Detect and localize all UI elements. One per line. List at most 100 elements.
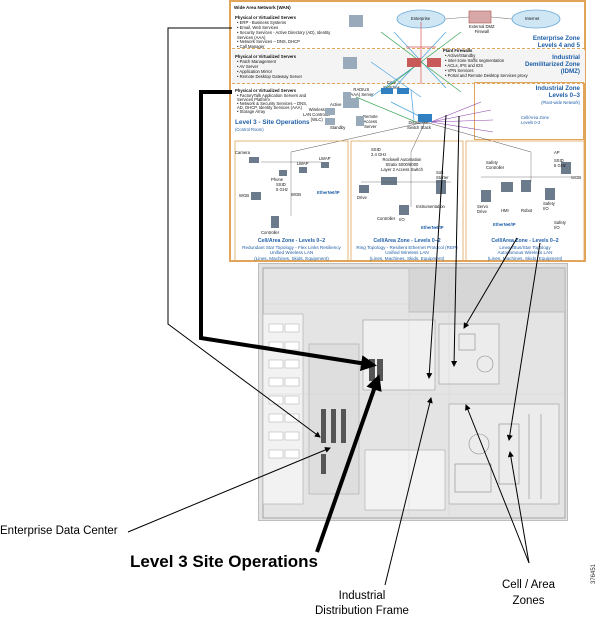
firewall-item: • VPN Services (445, 68, 474, 73)
lwap-icon (299, 167, 307, 173)
idmz-zone (232, 50, 585, 84)
drive-icon (359, 185, 369, 193)
cell-line: (Lines, Machines, Skids, Equipment) (254, 255, 329, 261)
figure-id: 376451 (591, 563, 597, 584)
dmz-server-icon (343, 57, 357, 69)
hmi-label: HMI (501, 208, 509, 213)
cell-line: Autonomous Wireless LAN (497, 250, 553, 256)
firewall-item: • ACLs, IPS and IDS (445, 63, 484, 68)
phone-icon (279, 170, 287, 176)
storage-area (364, 449, 446, 511)
lwap-label: LWAP (297, 161, 309, 166)
level3-servers-heading: Physical or Virtualized Servers (235, 88, 297, 93)
enterprise-item: • Email, Web Services (237, 25, 279, 30)
cell-zone-small-label: Cell/Area Zone Levels 0-2 (521, 115, 549, 125)
dmz-item: • Remote Desktop Gateway Server (237, 74, 303, 79)
level3-item: • Storage Array (237, 109, 266, 114)
dmz-item: • Patch Management (237, 59, 276, 64)
internet-cloud-label: Internet (525, 16, 540, 21)
lwap-label-2: LWAP (319, 156, 331, 161)
phone-label: Phone (271, 177, 284, 182)
servo-drive-icon (481, 190, 491, 202)
ssid5-label-2: SSID 5 GHz (554, 158, 566, 168)
safety-io-icon (561, 162, 571, 174)
level3-callout-line (315, 374, 382, 553)
stratix-switch-icon (381, 177, 397, 185)
cell-area-zones-label: Cell / Area Zones (502, 579, 556, 607)
plant-firewalls-heading: Plant Firewalls (443, 48, 473, 53)
cell-title: Cell/Area Zone - Levels 0–2 (257, 238, 326, 244)
plant-firewall-icon (407, 58, 421, 67)
idmz-title: Industrial Demilitarized Zone (IDMZ) (524, 54, 580, 75)
ssid24-label: SSID 2.4 GHz (371, 147, 387, 157)
ethernetip-label-1: EtherNet/IP (317, 190, 340, 195)
wlc-active-label: Active (330, 102, 342, 107)
level3-subtitle: (Control Room) (235, 127, 264, 132)
radius-server-icon (351, 98, 359, 108)
plant-firewall-icon (427, 58, 441, 67)
wgb-icon (251, 192, 261, 200)
firewall-item: • Active/Standby (445, 53, 476, 58)
dmz-servers-heading: Physical or Virtualized Servers (235, 54, 297, 59)
level3-title: Level 3 - Site Operations (235, 119, 310, 126)
level3-item: • Network & Security Services – DNS, (237, 101, 308, 106)
level3-server-icon (343, 92, 351, 108)
dmz-item: • AV Server (237, 64, 259, 69)
cell-callout-line-1 (465, 404, 530, 564)
wgb-label: WGB (239, 193, 250, 198)
camera-icon (249, 157, 259, 163)
cell-zone-box-3 (465, 140, 585, 262)
core-switch-icon (381, 88, 393, 94)
wlc-standby-label: Standby (330, 125, 346, 130)
stratix-label: Rockwell Automation Stratix 5000/8000 La… (381, 157, 423, 172)
idf-leader-line (426, 114, 447, 379)
wgb-label-3: WGB (571, 175, 582, 180)
servo-drive-label: Servo Drive (477, 204, 488, 214)
enterprise-item: • ERP - Business Systems (237, 20, 287, 25)
cell-line: Unified Wireless LAN (269, 250, 314, 256)
controller-icon (271, 216, 279, 228)
io-label: I/O (399, 217, 405, 222)
controller-label: Controller (261, 230, 280, 235)
industrial-zone-box (474, 82, 584, 140)
camera-label: Camera (235, 150, 250, 155)
io-icon (399, 205, 409, 215)
enterprise-item: • Network Services – DNS, DHCP (237, 39, 300, 44)
cell-line: Ring Topology - Resilient Ethernet Proto… (356, 244, 458, 250)
controller-label-2: Controller (377, 216, 396, 221)
cell-callout-line-2 (507, 451, 530, 564)
cell-line: Linear/Bus/Star Topology (499, 244, 551, 250)
cell-title: Cell/Area Zone - Levels 0–2 (491, 238, 559, 244)
level3-item: Services Platform (237, 97, 270, 102)
level3-site-operations-label: Level 3 Site Operations (130, 552, 319, 571)
cell-zone-caption-3: Cell/Area Zone - Levels 0–2 Linear/Bus/S… (466, 238, 584, 261)
ap-label: AP (554, 150, 560, 155)
enterprise-item: Services (AAA) (237, 35, 266, 40)
enterprise-servers-heading: Physical or Virtualized Servers (235, 15, 297, 20)
enterprise-zone-subtitle: Levels 4 and 5 (537, 42, 580, 49)
cell-title: Cell/Area Zone - Levels 0–2 (373, 238, 441, 244)
firewall-item: • Inter-zone traffic segmentation (445, 58, 505, 63)
enterprise-item: • Security Services - Active Directory (… (237, 30, 331, 35)
drive-label: Drive (357, 195, 367, 200)
safety-io-icon (545, 188, 555, 200)
dmz-item: • Application Mirror (237, 69, 272, 74)
cell-line: Unified Wireless LAN (385, 250, 429, 256)
industrial-zone-title: Industrial Zone Levels 0–3 (535, 85, 580, 99)
enterprise-item: • Call Manager (237, 44, 265, 49)
distribution-switch-icon (418, 114, 432, 122)
lwap-icon (321, 162, 329, 168)
ssid5-label: SSID 5 GHz (276, 182, 288, 192)
cell-line: (Lines, Machines, Skids, Equipment) (487, 255, 563, 261)
enterprise-leader-line (167, 27, 321, 438)
cell-line: (Lines, Machines, Skids, Equipment) (369, 255, 445, 261)
wan-graphics (396, 9, 561, 29)
enterprise-server-icon (349, 15, 363, 27)
enterprise-data-center-label: Enterprise Data Center (0, 525, 118, 537)
safety-io-label: Safety I/O (543, 201, 555, 211)
level3-leader-line (199, 90, 377, 372)
level3-item: AD, DHCP, Identity Services (AAA) (237, 105, 302, 110)
floor-plan-drawing (262, 267, 566, 519)
external-firewall-label: External DMZ Firewall (469, 24, 495, 34)
